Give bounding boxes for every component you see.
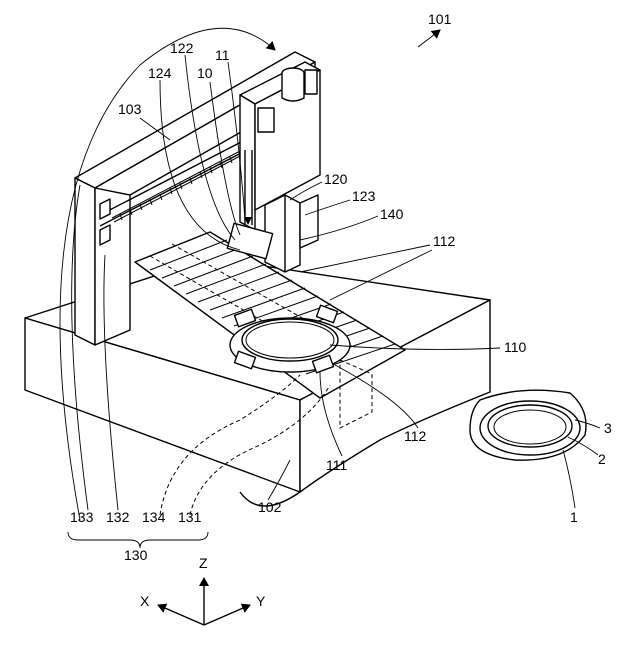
label-112-top: 112 xyxy=(433,233,456,249)
label-110: 110 xyxy=(504,339,527,355)
label-140: 140 xyxy=(380,206,404,222)
axis-x-label: X xyxy=(140,593,150,609)
label-112-bottom: 112 xyxy=(404,428,427,444)
axis-z-label: Z xyxy=(199,555,208,571)
label-11: 11 xyxy=(215,47,230,63)
axis-indicator: Z X Y xyxy=(140,555,266,625)
label-130: 130 xyxy=(124,547,148,563)
label-133: 133 xyxy=(70,509,94,525)
label-2: 2 xyxy=(598,451,606,467)
axis-y-label: Y xyxy=(256,593,266,609)
label-132: 132 xyxy=(106,509,130,525)
label-101: 101 xyxy=(428,11,452,27)
label-131: 131 xyxy=(178,509,202,525)
label-102: 102 xyxy=(258,499,282,515)
label-134: 134 xyxy=(142,509,166,525)
label-10: 10 xyxy=(197,65,213,81)
label-124: 124 xyxy=(148,65,172,81)
wafer-unit xyxy=(470,390,586,460)
label-1: 1 xyxy=(570,509,578,525)
label-123: 123 xyxy=(352,188,376,204)
label-122: 122 xyxy=(170,40,194,56)
label-3: 3 xyxy=(604,420,612,436)
label-120: 120 xyxy=(324,171,348,187)
label-103: 103 xyxy=(118,101,142,117)
label-111: 111 xyxy=(326,457,347,473)
